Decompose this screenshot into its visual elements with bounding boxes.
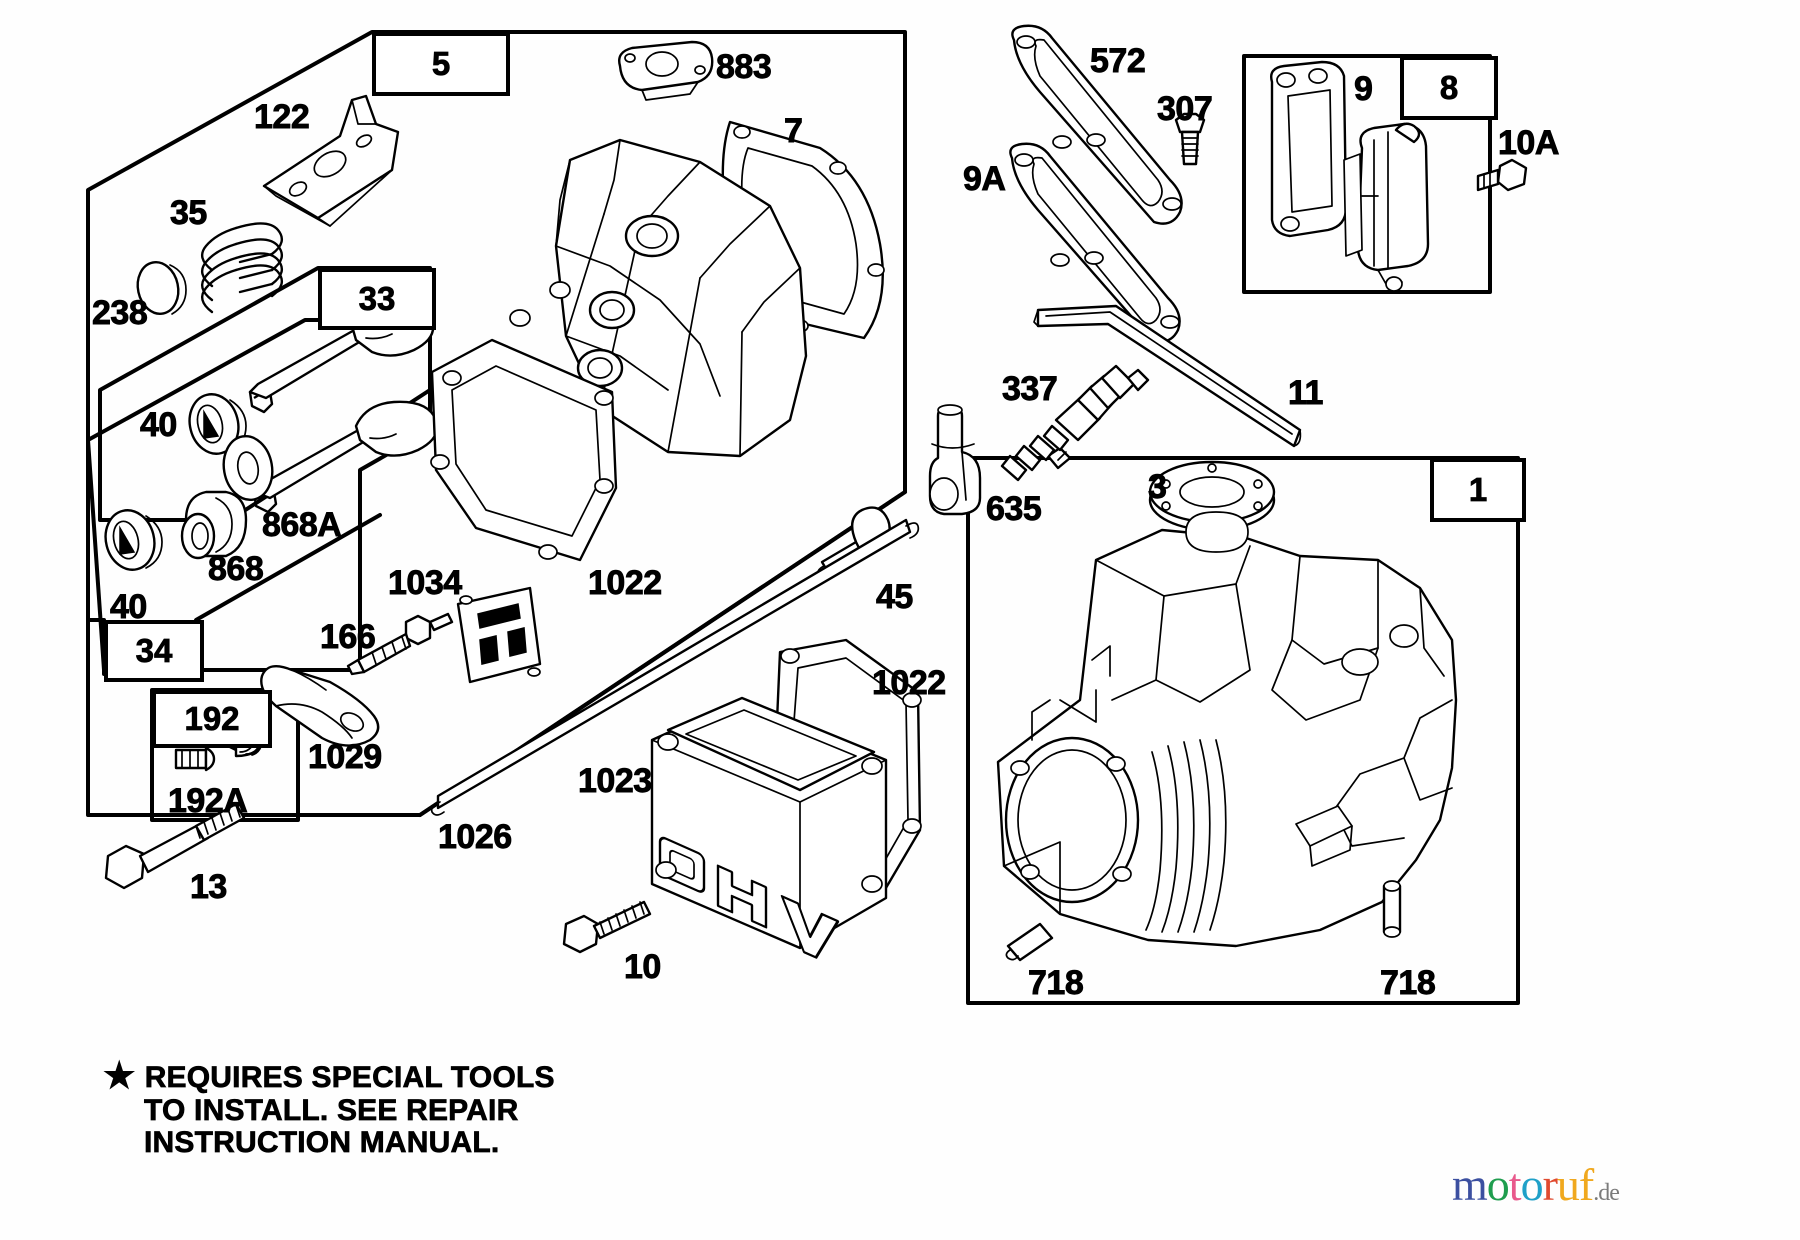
- part-label-40-upper: 40: [140, 406, 178, 444]
- note-line-2: TO INSTALL. SEE REPAIR: [144, 1093, 519, 1127]
- part-13-head-bolt: [104, 802, 246, 890]
- group-tag-5: 5: [372, 32, 510, 96]
- watermark-letter-m: m: [1452, 1159, 1488, 1210]
- note-line-3: INSTRUCTION MANUAL.: [144, 1126, 500, 1160]
- part-label-635: 635: [986, 490, 1043, 528]
- part-1029-rocker-arm: [260, 664, 380, 747]
- part-40-retainer-upper: [188, 393, 247, 455]
- part-122-breather-plate: [262, 94, 400, 227]
- part-718-dowel-pin-left: [1005, 922, 1054, 962]
- group-tag-192: 192: [152, 690, 272, 748]
- watermark-suffix: .de: [1593, 1180, 1620, 1206]
- part-label-1022-head: 1022: [588, 564, 663, 602]
- watermark-letter-r: r: [1542, 1159, 1558, 1210]
- part-166-adjusting-screw: [346, 612, 454, 676]
- part-33-valves: [248, 300, 439, 514]
- watermark-letter-o2: o: [1520, 1159, 1544, 1210]
- part-337-spark-plug: [1000, 364, 1150, 482]
- part-10-cover-screw: [562, 900, 652, 954]
- watermark-letter-u: u: [1556, 1159, 1580, 1210]
- part-label-337: 337: [1002, 370, 1059, 408]
- group-1-outline: [966, 456, 1520, 1005]
- part-label-1026: 1026: [438, 818, 513, 856]
- part-label-3: 3: [1148, 468, 1168, 506]
- part-label-1029: 1029: [308, 738, 383, 776]
- group-tag-34: 34: [104, 620, 204, 682]
- part-label-238: 238: [92, 294, 149, 332]
- watermark-letter-t: t: [1508, 1159, 1522, 1210]
- part-label-192A: 192A: [168, 782, 249, 820]
- part-label-1023: 1023: [578, 762, 653, 800]
- group-tag-1: 1: [1430, 458, 1526, 522]
- part-40-retainer-lower: [104, 509, 163, 571]
- part-label-45: 45: [876, 578, 914, 616]
- group-tag-33: 33: [318, 268, 436, 330]
- part-label-572: 572: [1090, 42, 1147, 80]
- group-tag-1-label: 1: [1468, 471, 1488, 509]
- part-label-307: 307: [1157, 90, 1214, 128]
- part-9A-gasket: [1009, 142, 1181, 343]
- group-tag-5-label: 5: [431, 45, 451, 83]
- part-label-9: 9: [1354, 70, 1374, 108]
- part-868-valve-stem-seal: [180, 490, 248, 560]
- part-1-cylinder-block: [996, 511, 1458, 948]
- part-label-868: 868: [208, 550, 265, 588]
- part-10A-screw: [1476, 158, 1528, 192]
- part-label-11: 11: [1288, 374, 1324, 412]
- part-1034-reed-plate: [456, 586, 542, 684]
- part-label-718-right: 718: [1380, 964, 1437, 1002]
- watermark-motoruf: motoruf.de: [1452, 1158, 1620, 1211]
- part-label-718-left: 718: [1028, 964, 1085, 1002]
- part-868A-washer: [222, 435, 274, 501]
- part-238-welch-plug: [136, 261, 187, 315]
- part-718-dowel-pin-right: [1382, 880, 1402, 938]
- part-11-spark-plug-wrench: [1033, 304, 1302, 448]
- watermark-letter-f: f: [1578, 1159, 1594, 1210]
- part-635-fitting: [928, 404, 982, 516]
- part-label-40-lower: 40: [110, 588, 148, 626]
- group-tag-34-label: 34: [135, 632, 173, 670]
- part-label-10A: 10A: [1498, 124, 1560, 162]
- part-9-muffler-gasket: [1270, 60, 1348, 238]
- part-label-9A: 9A: [963, 160, 1007, 198]
- part-label-10: 10: [624, 948, 662, 986]
- part-label-35: 35: [170, 194, 208, 232]
- part-label-122: 122: [254, 98, 311, 136]
- part-label-868A: 868A: [262, 506, 343, 544]
- part-8-muffler: [1343, 122, 1430, 292]
- cylinder-head-casting: [430, 138, 808, 562]
- special-tools-note: ★ REQUIRES SPECIAL TOOLS TO INSTALL. SEE …: [104, 1057, 555, 1160]
- part-label-13: 13: [190, 868, 228, 906]
- part-192A-small-plug: [174, 746, 216, 772]
- group-tag-33-label: 33: [358, 280, 396, 318]
- watermark-letter-o1: o: [1486, 1159, 1510, 1210]
- part-label-1022-cover: 1022: [872, 664, 947, 702]
- star-icon: ★: [104, 1057, 135, 1095]
- note-line-1: REQUIRES SPECIAL TOOLS: [144, 1061, 555, 1094]
- part-883-intake-flange: [618, 40, 714, 101]
- part-label-1034: 1034: [388, 564, 463, 602]
- part-label-166: 166: [320, 618, 377, 656]
- group-tag-192-label: 192: [184, 700, 240, 738]
- part-35-valve-spring: [200, 222, 284, 314]
- part-label-7: 7: [784, 112, 804, 150]
- group-tag-8: 8: [1400, 56, 1498, 120]
- part-1026-push-rod: [430, 518, 920, 816]
- part-572-rocker-gasket: [1011, 24, 1183, 225]
- part-307-screw: [1174, 112, 1206, 166]
- group-tag-8-label: 8: [1439, 69, 1459, 107]
- part-label-883: 883: [716, 48, 773, 86]
- part-1023-valve-cover: [650, 696, 888, 959]
